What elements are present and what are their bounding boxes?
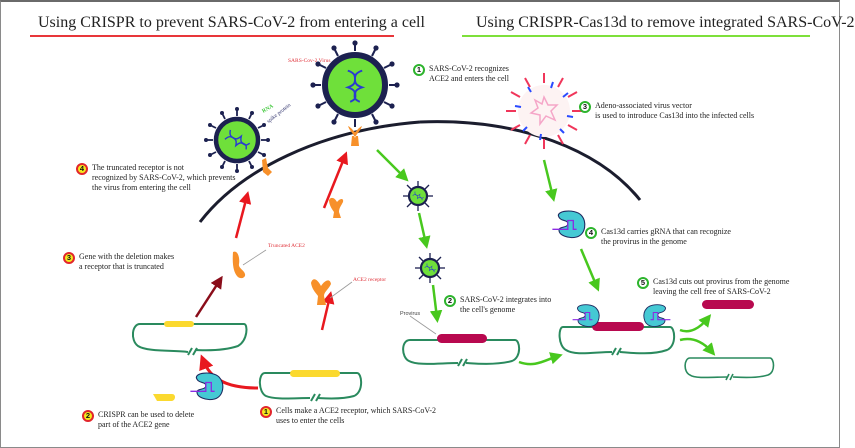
right-title-underline [462,35,810,37]
step-text: SARS-CoV-2 recognizes ACE2 and enters th… [429,64,509,83]
left-panel-title: Using CRISPR to prevent SARS-CoV-2 from … [38,14,425,31]
cas13d-left [572,304,600,328]
gene-edited [164,321,194,327]
right-cell-membrane [419,120,642,201]
right-step-3: 3 Adeno-associated virus vector is used … [579,101,754,121]
ace2-receptor-pointer [329,281,353,299]
crispr-cas9-protein [189,372,224,401]
step-text: Cas13d cuts out provirus from the genome… [653,277,790,296]
right-step-2: 2 SARS-CoV-2 integrates into the cell's … [444,295,551,315]
provirus-segment [437,334,487,343]
step-badge: 1 [260,406,272,418]
dna-loop-edited [132,323,248,356]
arrow-receptor-up-1 [322,151,348,209]
dna-loop-cutting [558,326,676,356]
step-badge: 4 [76,163,88,175]
ace2-receptor-free [311,279,331,305]
cas13d-right [643,304,671,328]
arrow-receptor-up-2 [320,291,335,331]
arrow-to-clean-cell [679,337,716,356]
virus-entering-2 [415,253,445,283]
cas13d-protein [551,210,586,239]
ace2-receptor-top [329,197,344,218]
truncated-ace2-pointer [242,249,267,266]
provirus-label: Provirus [400,311,421,317]
step-text: Cas13d carries gRNA that can recognize t… [601,227,731,246]
ace2-receptor-bound [348,126,362,146]
sars-cov-2-virus-small [204,107,270,173]
step-badge: 2 [82,410,94,422]
step-badge: 5 [637,277,649,289]
right-panel-title: Using CRISPR-Cas13d to remove integrated… [476,14,855,31]
right-step-1: 1 SARS-CoV-2 recognizes ACE2 and enters … [413,64,509,84]
arrow-to-provirus [679,314,712,333]
dna-loop-clean [684,357,775,381]
left-step-2: 2 CRISPR can be used to delete part of t… [82,410,194,430]
ace2-receptor-label: ACE2 receptor [353,277,387,283]
step-badge: 1 [413,64,425,76]
dna-loop-original [258,372,363,402]
left-step-1: 1 Cells make a ACE2 receptor, which SARS… [260,406,436,426]
left-step-3: 3 Gene with the deletion makes a recepto… [63,252,174,272]
arrow-virus-down-2 [429,284,443,323]
right-step-5: 5 Cas13d cuts out provirus from the geno… [637,277,789,297]
truncated-ace2-receptor [232,251,246,279]
step-badge: 3 [63,252,75,264]
dna-loop-provirus [402,339,521,367]
step-text: Cells make a ACE2 receptor, which SARS-C… [276,406,437,425]
step-badge: 4 [585,227,597,239]
arrow-dark-gene-to-truncated [194,275,223,318]
step-badge: 3 [579,101,591,113]
step-text: CRISPR can be used to delete part of the… [98,410,195,429]
virus-entering-1 [403,181,433,211]
deleted-gene-fragment [153,394,175,401]
right-step-4: 4 Cas13d carries gRNA that can recognize… [585,227,731,247]
left-cell-membrane [198,120,421,223]
arrow-entry [376,149,409,182]
excised-provirus [702,300,754,309]
arrow-cas-down [579,248,600,292]
left-title-underline [30,35,394,37]
step-badge: 2 [444,295,456,307]
arrow-virus-down-1 [417,212,431,249]
step-text: Gene with the deletion makes a receptor … [79,252,175,271]
step-text: SARS-CoV-2 integrates into the cell's ge… [460,295,552,314]
arrow-to-cas-cell [518,352,563,366]
truncated-receptor-membrane [262,158,272,176]
arrow-truncated-to-membrane [234,191,252,239]
step-text: The truncated receptor is not recognized… [92,163,236,192]
aav-vector [506,73,582,149]
virus-label: SARS-Cov-2 Virus [288,58,331,64]
arrow-aav-down [542,159,558,202]
truncated-ace2-label: Truncated ACE2 [268,243,305,249]
step-text: Adeno-associated virus vector is used to… [595,101,755,120]
provirus-being-cut [592,322,644,331]
left-step-4: 4 The truncated receptor is not recogniz… [76,163,235,193]
sars-cov-2-virus-large [310,40,400,127]
ace2-gene [290,370,340,377]
provirus-pointer [409,315,437,335]
